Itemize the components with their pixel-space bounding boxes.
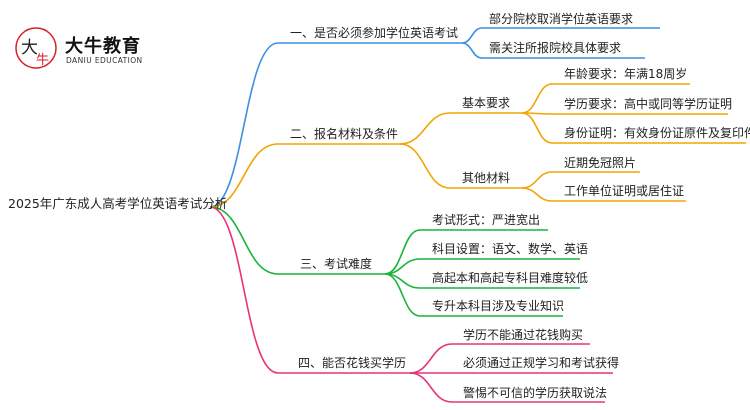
group-other-leaf: 工作单位证明或居住证 [564,184,685,198]
group-leaf-curve [521,171,553,189]
branch-4-label: 四、能否花钱买学历 [298,356,407,370]
branch-3-leaf: 科目设置：语文、数学、英语 [432,242,589,256]
branch-3-leaf-curve [384,229,421,275]
root-node: 2025年广东成人高考学位英语考试分析 [8,196,228,211]
group-basic-leaf: 年龄要求：年满18周岁 [564,67,688,81]
branch-4-leaf-curve [409,372,453,403]
branch-1-leaf-curve [461,42,483,59]
branch-3-leaf: 考试形式：严进宽出 [432,213,541,227]
root-to-branch-4 [209,206,279,374]
root-to-branch-1 [209,42,279,208]
branch-3-label: 三、考试难度 [300,257,373,271]
group-other-label: 其他材料 [462,171,511,185]
branch-4-leaf: 必须通过正规学习和考试获得 [463,356,620,370]
branch-4-leaf: 学历不能通过花钱购买 [463,328,584,342]
root-to-branch-3 [209,206,279,275]
branch-1-leaf: 部分院校取消学位英语要求 [489,12,634,26]
group-leaf-curve [521,112,553,144]
branch-2-label: 二、报名材料及条件 [290,127,399,141]
svg-text:大: 大 [21,38,38,58]
branch-1-leaf: 需关注所报院校具体要求 [489,41,622,55]
branch-4-leaf: 警惕不可信的学历获取说法 [463,386,608,400]
branch-3-leaf: 高起本和高起专科目难度较低 [432,271,589,285]
branch-1-label: 一、是否必须参加学位英语考试 [290,26,459,40]
logo-mark-icon: 大 牛 [15,27,57,69]
group-leaf-curve [521,187,553,202]
branch-3-leaf: 专升本科目涉及专业知识 [432,299,565,313]
logo-sub-text: DANIU EDUCATION [66,56,143,65]
branch-4-leaf-curve [409,343,453,374]
group-leaf-curve [521,83,553,114]
group-basic-leaf: 学历要求：高中或同等学历证明 [564,97,733,111]
branch-2-group-curve [399,112,451,145]
root-to-branch-2 [209,143,279,208]
branch-3-leaf-curve [384,273,421,317]
group-basic-label: 基本要求 [462,96,511,110]
group-basic-leaf: 身份证明：有效身份证原件及复印件 [564,126,750,140]
logo-brand-text: 大牛教育 [65,36,141,57]
branch-2-group-curve [399,143,451,189]
group-other-leaf: 近期免冠照片 [564,156,637,170]
branch-1-leaf-curve [461,27,483,44]
svg-text:牛: 牛 [36,53,49,68]
brand-logo: 大 牛 大牛教育 DANIU EDUCATION [14,26,194,72]
